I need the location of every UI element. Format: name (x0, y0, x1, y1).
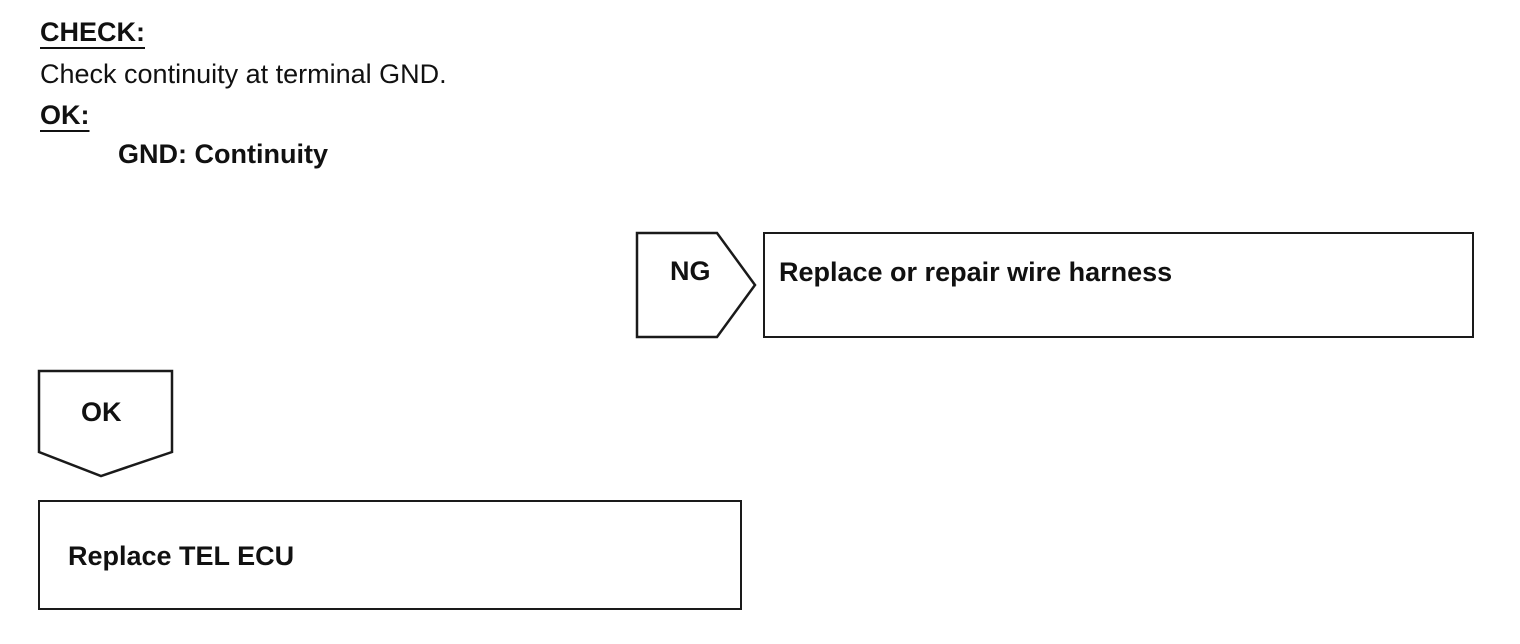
ok-tag-label: OK (81, 397, 122, 427)
ng-action-label: Replace or repair wire harness (779, 257, 1173, 287)
ok-action-label: Replace TEL ECU (68, 541, 295, 571)
ok-criteria-heading: OK: (40, 100, 90, 130)
check-instruction: Check continuity at terminal GND. (40, 59, 447, 89)
ng-action-box: Replace or repair wire harness (763, 232, 1474, 338)
ng-tag-label: NG (670, 256, 711, 286)
check-heading: CHECK: (40, 17, 145, 47)
ok-action-box: Replace TEL ECU (38, 500, 742, 610)
ok-criteria-value: GND: Continuity (118, 139, 328, 169)
